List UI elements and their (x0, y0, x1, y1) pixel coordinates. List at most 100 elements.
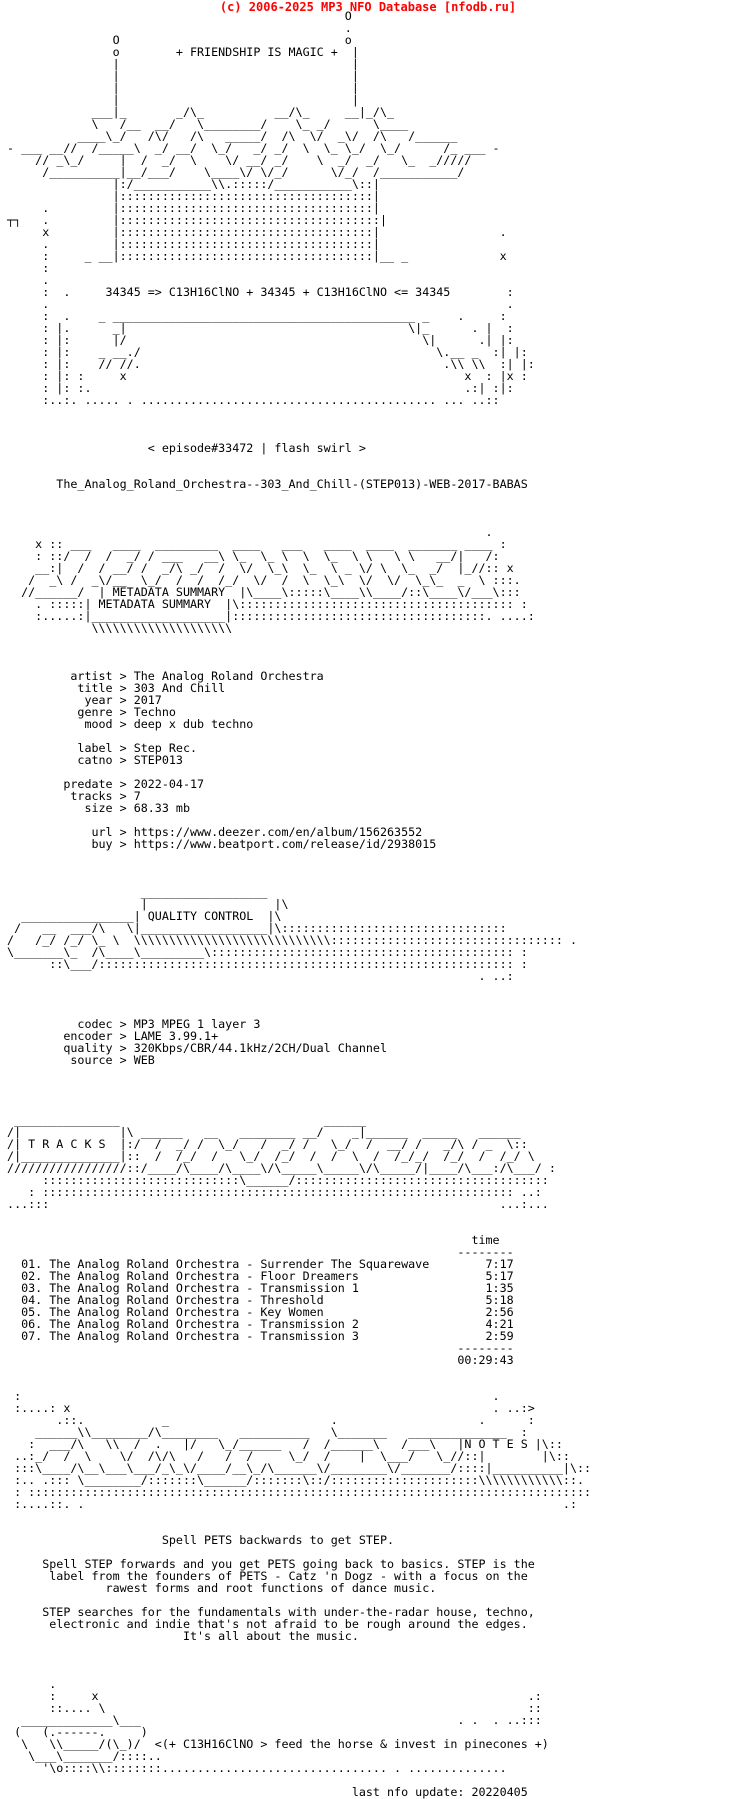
nfo-line: : ::::::::::::::::::::::::::::::::::::::… (0, 1485, 592, 1499)
nfo-text-block: O . O o o + FRIENDSHIP IS MAGIC + | | (0, 10, 591, 1798)
nfo-line: : _ __|:::::::::::::::::::::::::::::::::… (0, 249, 507, 263)
nfo-line: ___|_ _/\_ __/\_ __|_/\_ (0, 105, 395, 119)
nfo-line: 01. The Analog Roland Orchestra - Surren… (0, 1257, 514, 1271)
nfo-line: tracks > 7 (0, 789, 141, 803)
nfo-line: . (0, 21, 352, 35)
nfo-line: :.. .::: \________/:::::::\______/::::::… (0, 1473, 585, 1487)
nfo-line: < episode#33472 | flash swirl > (0, 441, 366, 455)
nfo-line: 04. The Analog Roland Orchestra - Thresh… (0, 1293, 514, 1307)
nfo-line: : ___/\ \\ / . |/ \_/______ / /______\ /… (0, 1437, 563, 1451)
nfo-line: __:| / / __/ / _/\ _/ / \/ \_\ \_ \ _ \/… (0, 561, 514, 575)
nfo-line: : |: |/ \| .| |: (0, 333, 514, 347)
nfo-line: O o (0, 33, 352, 47)
nfo-line: . |::::::::::::::::::::::::::::::::::::| (0, 237, 380, 251)
nfo-line: .::. _ . . : (0, 1413, 535, 1427)
nfo-line: / _\ / _\/__ \_/ / / /_/ \/ / \ \_\ \/ \… (0, 573, 521, 587)
nfo-line: last nfo update: 20220405 (0, 1785, 528, 1799)
nfo-line: ____\_/ /\/ /\ _____/ /\ \/ _\/ /\ /____… (0, 129, 458, 143)
nfo-line: /|______________|:: / /_/ / \_/ /_/ / / … (0, 1149, 535, 1163)
nfo-line: 07. The Analog Roland Orchestra - Transm… (0, 1329, 514, 1343)
nfo-line: label > Step Rec. (0, 741, 198, 755)
nfo-line: -------- (0, 1341, 514, 1355)
nfo-line: / __ ___/\ \|__________________|\:::::::… (0, 921, 507, 935)
nfo-line: x |::::::::::::::::::::::::::::::::::::|… (0, 225, 507, 239)
nfo-line: year > 2017 (0, 693, 162, 707)
nfo-line: : . _ __________________________________… (0, 309, 507, 323)
nfo-line: Spell PETS backwards to get STEP. (0, 1533, 395, 1547)
nfo-line: o + FRIENDSHIP IS MAGIC + | (0, 45, 359, 59)
nfo-line: : . 34345 => C13H16ClNO + 34345 + C13H16… (0, 285, 514, 299)
nfo-line: : ::/ / / _/ / ___ __\ \_ \_ \ \ \_ \ \ … (0, 549, 500, 563)
nfo-line: \ /__ __/ \________/ \_ _/ \____ (0, 117, 409, 131)
nfo-line: : (0, 261, 50, 275)
nfo-line: electronic and indie that's not afraid t… (0, 1617, 528, 1631)
nfo-line: genre > Techno (0, 705, 176, 719)
nfo-line: encoder > LAME 3.99.1+ (0, 1029, 219, 1043)
nfo-line: url > https://www.deezer.com/en/album/15… (0, 825, 423, 839)
nfo-line: predate > 2022-04-17 (0, 777, 205, 791)
nfo-line: //______/ | METADATA SUMMARY |\____\::::… (0, 585, 521, 599)
nfo-line: . (0, 273, 50, 287)
nfo-line: // _\_/ | / _/ \ \/ __/ _/ \ _/ _/ \_ _/… (0, 153, 472, 167)
nfo-line: time (0, 1233, 500, 1247)
nfo-line: . :::::| METADATA SUMMARY |\::::::::::::… (0, 597, 528, 611)
nfo-line: buy > https://www.beatport.com/release/i… (0, 837, 437, 851)
nfo-line: label from the founders of PETS - Catz '… (0, 1569, 528, 1583)
nfo-line: . (0, 525, 493, 539)
nfo-line: . |::::::::::::::::::::::::::::::::::::| (0, 201, 380, 215)
nfo-line: size > 68.33 mb (0, 801, 190, 815)
nfo-line: . ..: (0, 969, 514, 983)
nfo-line: title > 303 And Chill (0, 681, 226, 695)
nfo-line: /| T R A C K S |:/ / _/ / \_/ / _/ / \_/… (0, 1137, 528, 1151)
nfo-line: . . (0, 297, 514, 311)
nfo-line: : |: // //. .\\ \\ :| |: (0, 357, 535, 371)
nfo-line: \_______\_ /\____\_________\::::::::::::… (0, 945, 528, 959)
nfo-line: codec > MP3 MPEG 1 layer 3 (0, 1017, 261, 1031)
nfo-line: _______________ ______ (0, 1113, 366, 1127)
nfo-line: : x .: (0, 1689, 542, 1703)
nfo-line: 03. The Analog Roland Orchestra - Transm… (0, 1281, 514, 1295)
nfo-line: __________________ (0, 885, 268, 899)
nfo-line: /////////////////::/____/\____/\____\/\_… (0, 1161, 556, 1175)
nfo-line: x :: ___ ____ _________ ____ ___ ____ __… (0, 537, 507, 551)
nfo-line: 02. The Analog Roland Orchestra - Floor … (0, 1269, 514, 1283)
nfo-line: :....::. . .: (0, 1497, 577, 1511)
nfo-line: \\\\\\\\\\\\\\\\\\\\ (0, 621, 233, 635)
nfo-line: :::\____/\__\___\___/_\_\/____/__\_/\___… (0, 1461, 592, 1475)
nfo-line: source > WEB (0, 1053, 155, 1067)
nfo-line: catno > STEP013 (0, 753, 183, 767)
nfo-line: ::::::::::::::::::::::::::::\______/::::… (0, 1173, 549, 1187)
nfo-line: ::\___/:::::::::::::::::::::::::::::::::… (0, 957, 528, 971)
nfo-line: mood > deep x dub techno (0, 717, 254, 731)
nfo-line: |:/___________\\.:::::/___________\::| (0, 177, 380, 191)
nfo-line: artist > The Analog Roland Orchestra (0, 669, 324, 683)
nfo-line: : . (0, 1389, 500, 1403)
nfo-line: rawest forms and root functions of dance… (0, 1581, 437, 1595)
nfo-line: '\o::::\\::::::::.......................… (0, 1761, 507, 1775)
nfo-line: ┬┐ . |::::::::::::::::::::::::::::::::::… (0, 213, 388, 227)
nfo-line: :....: x . ..:> (0, 1401, 535, 1415)
nfo-line: / /_/ /_/ \_ \ \\\\\\\\\\\\\\\\\\\\\\\\\… (0, 933, 577, 947)
nfo-line: : ::::::::::::::::::::::::::::::::::::::… (0, 1185, 542, 1199)
nfo-line: | |\ (0, 897, 289, 911)
nfo-line: STEP searches for the fundamentals with … (0, 1605, 535, 1619)
nfo-line: It's all about the music. (0, 1629, 359, 1643)
nfo-line: quality > 320Kbps/CBR/44.1kHz/2CH/Dual C… (0, 1041, 388, 1055)
nfo-line: . (0, 1677, 57, 1691)
nfo-line: |::::::::::::::::::::::::::::::::::::| (0, 189, 380, 203)
nfo-line: 06. The Analog Roland Orchestra - Transm… (0, 1317, 514, 1331)
nfo-line: | | (0, 57, 359, 71)
nfo-line: : |. _| \|_ . | : (0, 321, 514, 335)
nfo-line: | | (0, 69, 359, 83)
nfo-line: | | (0, 93, 359, 107)
nfo-line: ..:_/ / \ \/ /\/\ / / / \_/ / | \___/ \_… (0, 1449, 570, 1463)
nfo-line: -------- (0, 1245, 514, 1259)
nfo-line: | | (0, 81, 359, 95)
nfo-line: O (0, 9, 352, 23)
nfo-line: The_Analog_Roland_Orchestra--303_And_Chi… (0, 477, 528, 491)
nfo-line: :.....:|___________________|::::::::::::… (0, 609, 535, 623)
site-header: (c) 2006-2025 MP3 NFO Database [nfodb.ru… (219, 0, 517, 14)
nfo-line: /| |\ ______ __ ________ __/ _|______ __… (0, 1125, 521, 1139)
nfo-line: 05. The Analog Roland Orchestra - Key Wo… (0, 1305, 514, 1319)
nfo-line: : |: :. .:| :|: (0, 381, 514, 395)
